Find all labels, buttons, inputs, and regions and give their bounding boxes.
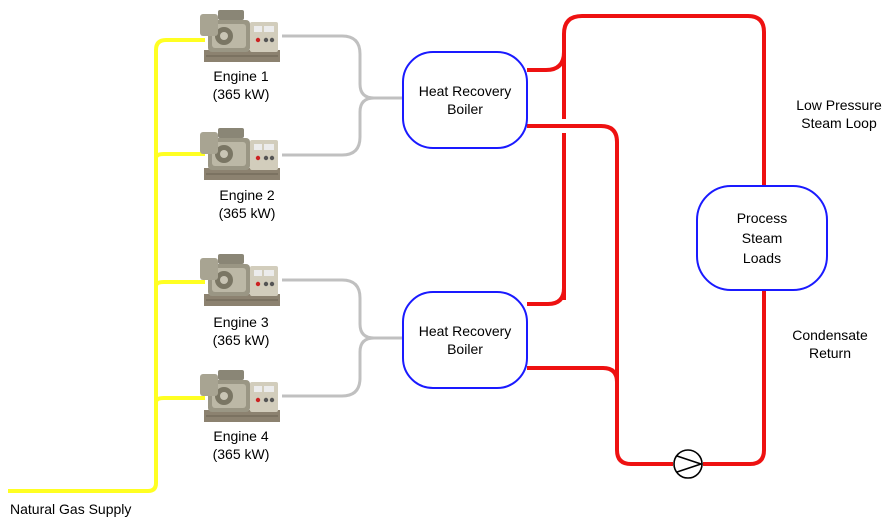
condensate-to-boiler-2 xyxy=(527,368,617,382)
exhaust-engine-1 xyxy=(282,36,403,98)
heat-recovery-boiler-2-label: Heat Recovery Boiler xyxy=(403,322,527,358)
steam-out-boiler-1 xyxy=(527,52,564,70)
boiler-2-line1: Heat Recovery xyxy=(403,322,527,340)
engine-1-name: Engine 1 xyxy=(196,67,286,85)
process-steam-loads-label: Process Steam Loads xyxy=(697,208,827,268)
engine-1-label: Engine 1 (365 kW) xyxy=(196,67,286,103)
engine-3-rating: (365 kW) xyxy=(196,331,286,349)
engine-1-rating: (365 kW) xyxy=(196,85,286,103)
engine-2-label: Engine 2 (365 kW) xyxy=(202,186,292,222)
heat-recovery-boiler-1-label: Heat Recovery Boiler xyxy=(403,82,527,118)
condensate-return-to-pump-left xyxy=(527,126,673,464)
steam-loop-line1: Low Pressure xyxy=(784,96,894,114)
gas-branch-engine-4 xyxy=(156,398,205,402)
gas-main-line xyxy=(8,40,205,491)
process-line1: Process xyxy=(697,208,827,228)
engine-2-icon xyxy=(200,128,280,180)
engine-4-label: Engine 4 (365 kW) xyxy=(196,427,286,463)
engine-3-label: Engine 3 (365 kW) xyxy=(196,313,286,349)
exhaust-engine-2 xyxy=(282,98,374,155)
engine-1-icon xyxy=(200,10,280,62)
process-line3: Loads xyxy=(697,248,827,268)
exhaust-lines xyxy=(282,36,403,396)
steam-out-boiler-2 xyxy=(527,288,564,304)
condensate-return-label: Condensate Return xyxy=(780,326,880,362)
natural-gas-lines xyxy=(8,40,205,491)
natural-gas-supply-label: Natural Gas Supply xyxy=(10,500,131,518)
boiler-1-line2: Boiler xyxy=(403,100,527,118)
process-line2: Steam xyxy=(697,228,827,248)
engine-2-rating: (365 kW) xyxy=(202,204,292,222)
low-pressure-steam-loop-label: Low Pressure Steam Loop xyxy=(784,96,894,132)
condensate-line1: Condensate xyxy=(780,326,880,344)
boiler-2-line2: Boiler xyxy=(403,340,527,358)
steam-loop-line2: Steam Loop xyxy=(784,114,894,132)
exhaust-engine-3 xyxy=(282,280,403,338)
engine-3-icon xyxy=(200,254,280,306)
condensate-line2: Return xyxy=(780,344,880,362)
engine-4-rating: (365 kW) xyxy=(196,445,286,463)
engine-4-name: Engine 4 xyxy=(196,427,286,445)
exhaust-engine-4 xyxy=(282,338,374,396)
condensate-return-line xyxy=(703,280,764,464)
engine-2-name: Engine 2 xyxy=(202,186,292,204)
boiler-1-line1: Heat Recovery xyxy=(403,82,527,100)
engine-4-icon xyxy=(200,370,280,422)
gas-branch-engine-3 xyxy=(156,282,205,286)
pump-icon xyxy=(674,450,702,478)
engine-3-name: Engine 3 xyxy=(196,313,286,331)
gas-branch-engine-2 xyxy=(156,154,205,158)
